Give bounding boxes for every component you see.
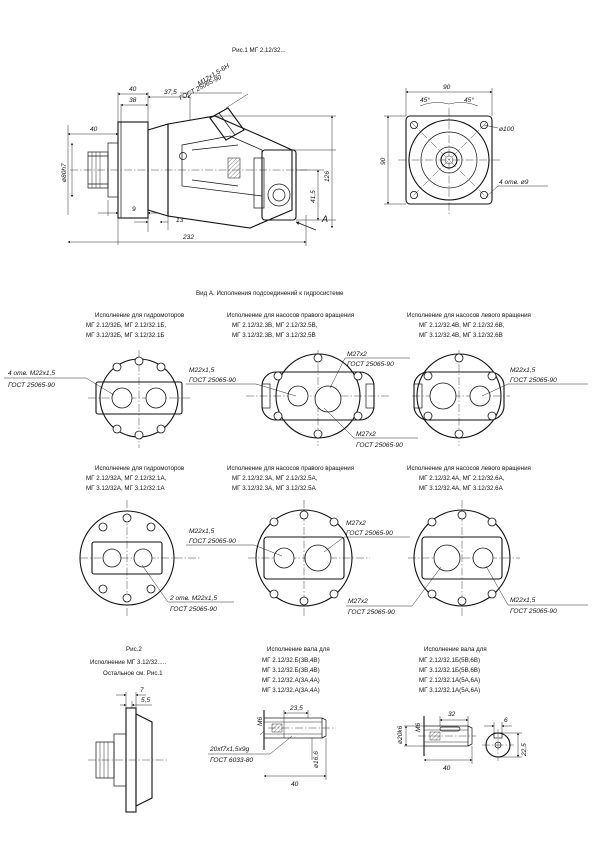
row1-right-callout-m22-gost: ГОСТ 25065-90 [189,377,236,384]
fig1-flange-dim-90-h: 90 [443,84,451,91]
row1-right-callout-m27-bottom: М27х2 [356,431,376,438]
shaft1-dim-40: 40 [291,781,299,788]
fig1-dim-232: 232 [182,234,194,241]
row1-col3-line2: МГ 3.12/32.4В, МГ 3.12/32.6В [419,332,503,339]
fig1-flange-view: 90 90 45° 45° ø100 4 отв. ø9 [380,84,548,214]
fig1-flange-angle-left: 45° [420,96,430,104]
row2-col2-title: Исполнение для насосов правого вращения [227,465,354,472]
row2-left-callout-m27-gost: ГОСТ 25065-90 [348,609,395,616]
fig1-view-a-label: А [321,214,328,224]
fig1-dim-9: 9 [132,206,136,213]
fig1-flange-d100: ø100 [499,126,514,133]
shaft2-line3: МГ 2.12/32.1А(5А,6А) [419,677,480,684]
row2-col3-line2: МГ 3.12/32.4А, МГ 3.12/32.6А [419,485,504,492]
fig1-flange-dim-90-v: 90 [380,157,387,165]
row2-right-callout-m27: М27х2 [346,520,366,527]
row1-motor-view [88,350,190,448]
row1-col1-line1: МГ 2.12/32Б, МГ 2.12/32.1Б, [86,322,166,329]
row1-col1-title: Исполнение для гидромоторов [95,312,185,319]
row2-right-pump-view [248,500,370,618]
fig2-line2: Остальное см. Рис.1 [103,670,163,677]
fig2-side-view [88,692,168,813]
shaft2-title: Исполнение вала для [424,646,487,653]
row2-col1-title: Исполнение для гидромоторов [95,465,185,472]
fig1-dim-40-left: 40 [90,126,98,133]
fig1-dim-126: 126 [324,171,331,182]
shaft2-dim-6: 6 [504,717,508,724]
shaft1-title: Исполнение вала для [267,646,330,653]
shaft2-dim-40: 40 [443,765,451,772]
shaft2-dim-d20k6: ø20k6 [397,725,404,744]
fig1-side-view: 40 38 37,5 М12х1,5-6Н ГОСТ 25065-90 40 ø… [61,63,336,246]
row2-left-callout-m22-gost: ГОСТ 25065-90 [510,608,557,615]
shaft1-line2: МГ 3.12/32.Б(3В,4В) [262,667,320,674]
row1-left-pump-view [412,350,510,446]
row2-motor-view [79,500,200,618]
row2-right-callout-m22: М22х1,5 [189,528,215,535]
fig1-flange-angle-right: 45° [464,96,474,104]
shaft2-dim-32: 32 [448,711,456,718]
fig1-dim-40-top: 40 [129,86,137,93]
shaft1-dim-23-5: 23,5 [289,705,303,712]
fig1-flange-holes: 4 отв. ø9 [499,179,529,186]
fig1-dim-13: 13 [176,217,184,224]
row2-right-callout-m22-gost: ГОСТ 25065-90 [189,538,236,545]
row2-col1-line1: МГ 2.12/32А, МГ 2.12/32.1А, [86,475,167,482]
row2-col3-title: Исполнение для насосов левого вращения [407,465,531,472]
fig2-title: Рис.2 [126,646,142,653]
shaft2-dim-m6: М6 [415,723,422,732]
shaft1-line1: МГ 2.12/32.Б(3В,4В) [262,657,320,664]
row1-right-callout-m22: М22х1,5 [189,367,215,374]
row1-right-callout-m27-top-gost: ГОСТ 25065-90 [347,361,394,368]
row2-col1-line2: МГ 3.12/32А, МГ 3.12/32.1А [86,485,165,492]
shaft1-dim-d16-6: ø16,6 [313,751,320,768]
row2-col2-line2: МГ 3.12/32.3А, МГ 3.12/32.5А [232,485,317,492]
shaft2-line2: МГ 3.12/32.1Б(5В,6В) [419,667,480,674]
row2-right-callout-m27-gost: ГОСТ 25065-90 [346,530,393,537]
row1-left-callout-gost: ГОСТ 25065-90 [510,377,557,384]
fig2-line1: Исполнение МГ 3.12/32..... [90,659,166,666]
row1-col3-title: Исполнение для насосов левого вращения [407,312,531,319]
view-a-title: Вид А. Исполнения подсоединений к гидрос… [196,290,344,297]
shaft1-dim-spline: 20хf7х1,5х9g [209,746,250,753]
row1-col2-title: Исполнение для насосов правого вращения [227,312,354,319]
row2-col3-line1: МГ 2.12/32.4А, МГ 2.12/32.6А, [419,475,505,482]
shaft2-drawing [404,716,522,764]
fig1-dim-38: 38 [129,97,137,104]
row1-col2-line1: МГ 2.12/32.3В, МГ 2.12/32.5В, [232,322,318,329]
fig1-dim-37-5: 37,5 [164,89,177,96]
row1-motor-callout-thread: 4 отв. М22х1,5 [8,370,55,377]
row1-motor-callout-gost: ГОСТ 25065-90 [8,382,55,389]
fig1-dim-41-5: 41,5 [310,190,317,203]
row2-left-pump-view [408,500,520,618]
shaft1-line4: МГ 3.12/32.А(3А,4А) [262,687,320,694]
row2-motor-callout-thread: 2 отв. М22х1,5 [169,595,217,602]
row1-col3-line1: МГ 2.12/32.4В, МГ 2.12/32.6В, [419,322,505,329]
shaft1-line3: МГ 2.12/32.А(3А,4А) [262,677,320,684]
shaft2-dim-22-5: 22,5 [521,743,528,757]
row1-col2-line2: МГ 3.12/32.3В, МГ 3.12/32.5В [232,332,316,339]
row2-left-callout-m27: М27х2 [348,598,368,605]
row2-col2-line1: МГ 2.12/32.3А, МГ 2.12/32.5А, [232,475,318,482]
row1-right-callout-m27-top: М27х2 [347,351,367,358]
fig1-dim-d80: ø80h7 [61,163,68,182]
row1-left-callout-m22: М22х1,5 [510,367,536,374]
row1-col1-line2: МГ 3.12/32Б, МГ 3.12/32.1Б [86,332,164,339]
shaft1-dim-gost: ГОСТ 6033-80 [210,757,253,764]
row1-right-pump-view [246,350,390,446]
shaft2-line1: МГ 2.12/32.1Б(5В,6В) [419,657,480,664]
fig2-dim-5-5: 5,5 [141,697,150,704]
shaft1-dim-m6: М6 [257,717,264,726]
row1-right-callout-m27-bottom-gost: ГОСТ 25065-90 [356,442,403,449]
row2-motor-callout-gost: ГОСТ 25065-90 [170,606,217,613]
shaft2-line4: МГ 3.12/32.1А(5А,6А) [419,687,480,694]
fig1-title: Рис.1 МГ 2.12/32... [232,47,286,54]
shaft1-drawing [208,710,336,780]
fig2-dim-7: 7 [140,687,144,694]
row2-left-callout-m22: М22х1,5 [510,597,536,604]
